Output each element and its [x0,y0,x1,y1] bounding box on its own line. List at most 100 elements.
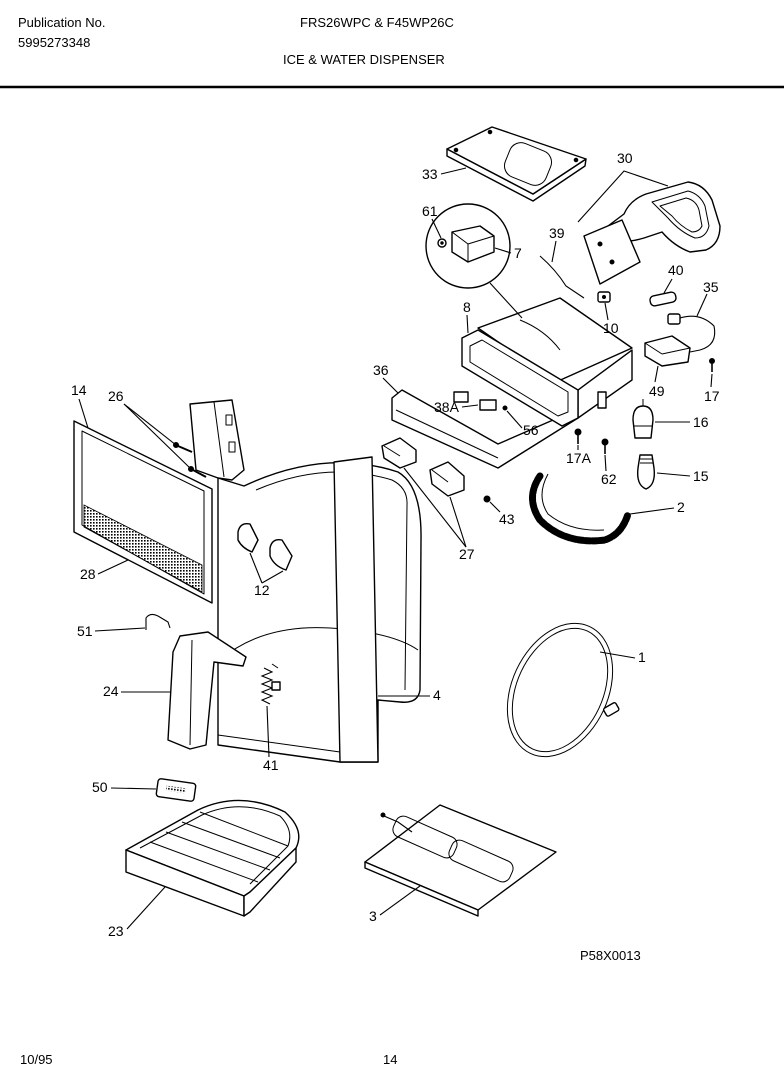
part-8-frame-inner [469,339,569,417]
screw-26-lower-shaft [192,469,207,478]
strip-2-edge [541,473,605,531]
leader-12-right [261,570,284,584]
heater-3-trace-right [448,839,514,883]
part-35-cable [679,315,716,353]
cabinet-bottom-edge [217,734,341,753]
leader-27-right [449,496,467,548]
chute-30-opening [651,190,710,239]
leader-35 [696,293,708,317]
leader-10 [604,302,609,321]
part-24-actuator-lever [167,631,247,750]
clip-12-right [269,538,293,571]
leader-39 [551,240,557,263]
part-43-screw-head [483,495,491,503]
cabinet-shell [217,462,422,763]
chute-30-pivot-upper [597,241,603,247]
leader-2 [629,507,675,515]
part-15-bulb [636,454,656,490]
switch-detail-inset [425,203,523,319]
cabinet-floor-curve [219,627,419,661]
lever-24-body [167,631,247,750]
leader-lines [78,167,713,930]
callout-16: 16 [693,414,709,430]
callout-35: 35 [703,279,719,295]
part-14-front-panel [73,420,213,604]
spring-41-coil [260,667,274,705]
callout-50: 50 [92,779,108,795]
leader-14 [78,398,89,429]
callout-27: 27 [459,546,475,562]
callout-7: 7 [514,245,522,261]
part-8-frame [461,329,579,427]
leader-8 [466,314,469,334]
leader-36 [382,377,399,394]
callout-33: 33 [422,166,438,182]
strip-2-band [529,472,632,545]
leader-62 [604,454,607,472]
leader-27-left [403,467,467,548]
leader-3 [379,885,421,916]
heater-3-edge [364,861,479,917]
callout-2: 2 [677,499,685,515]
part-17-screw-head [709,358,715,364]
leader-26-upper [123,403,177,446]
bracket-slot-lower [228,441,236,453]
tray-23-slat-1 [149,841,259,883]
tray-23-inner-rim [139,806,291,885]
part-2-curved-strip [529,472,632,545]
screw-26-upper-shaft [177,445,193,453]
bracket-plate [189,399,245,481]
part-7-switch-edge [451,231,469,245]
page-footer: 10/95 14 [20,1052,397,1067]
bracket-fold-line [213,401,225,478]
part-27-brackets [381,437,465,497]
heater-3-plate [364,804,557,911]
leader-26-lower [123,403,192,470]
part-7-switch-edge-2 [467,235,495,245]
dispenser-housing [391,297,633,469]
part-51-hook [145,613,171,630]
callout-23: 23 [108,923,124,939]
footer-page-number: 14 [383,1052,397,1067]
callout-17A: 17A [566,450,592,466]
leader-40 [663,278,673,294]
part-28-hatched-lens [83,504,203,593]
part-41-spring [260,663,281,705]
spring-41-hook [271,663,279,669]
part-49-socket-bracket [644,335,691,367]
callout-62: 62 [601,471,617,487]
part-4-dispenser-cabinet [217,456,422,763]
leader-50 [110,787,157,790]
model-numbers: FRS26WPC & F45WP26C [300,15,454,30]
part-38A-switch-left [453,391,469,403]
section-title: ICE & WATER DISPENSER [283,52,445,67]
callout-24: 24 [103,683,119,699]
part-49-bracket-edge-2 [661,347,691,355]
callout-15: 15 [693,468,709,484]
callout-1: 1 [638,649,646,665]
chute-30-pivot-lower [609,259,615,265]
leader-12-left [249,552,263,584]
leader-43 [489,501,501,513]
callout-41: 41 [263,757,279,773]
callout-12: 12 [254,582,270,598]
part-7-switch [451,225,495,263]
callout-8: 8 [463,299,471,315]
part-35-plug [667,313,681,325]
part-38A-switch-right [479,399,497,411]
callout-61: 61 [422,203,438,219]
callout-30: 30 [617,150,633,166]
tray-23-top [125,799,300,897]
callout-17: 17 [704,388,720,404]
callout-26: 26 [108,388,124,404]
callout-4: 4 [433,687,441,703]
heater-3-lead-end [380,812,386,818]
callout-56: 56 [523,422,539,438]
leader-56 [506,410,523,429]
publication-label: Publication No. [18,15,105,30]
leader-38A [461,404,479,408]
part-36-plate-edge [395,409,499,459]
housing-top-detail [519,319,561,351]
part-12-clips [237,522,293,571]
